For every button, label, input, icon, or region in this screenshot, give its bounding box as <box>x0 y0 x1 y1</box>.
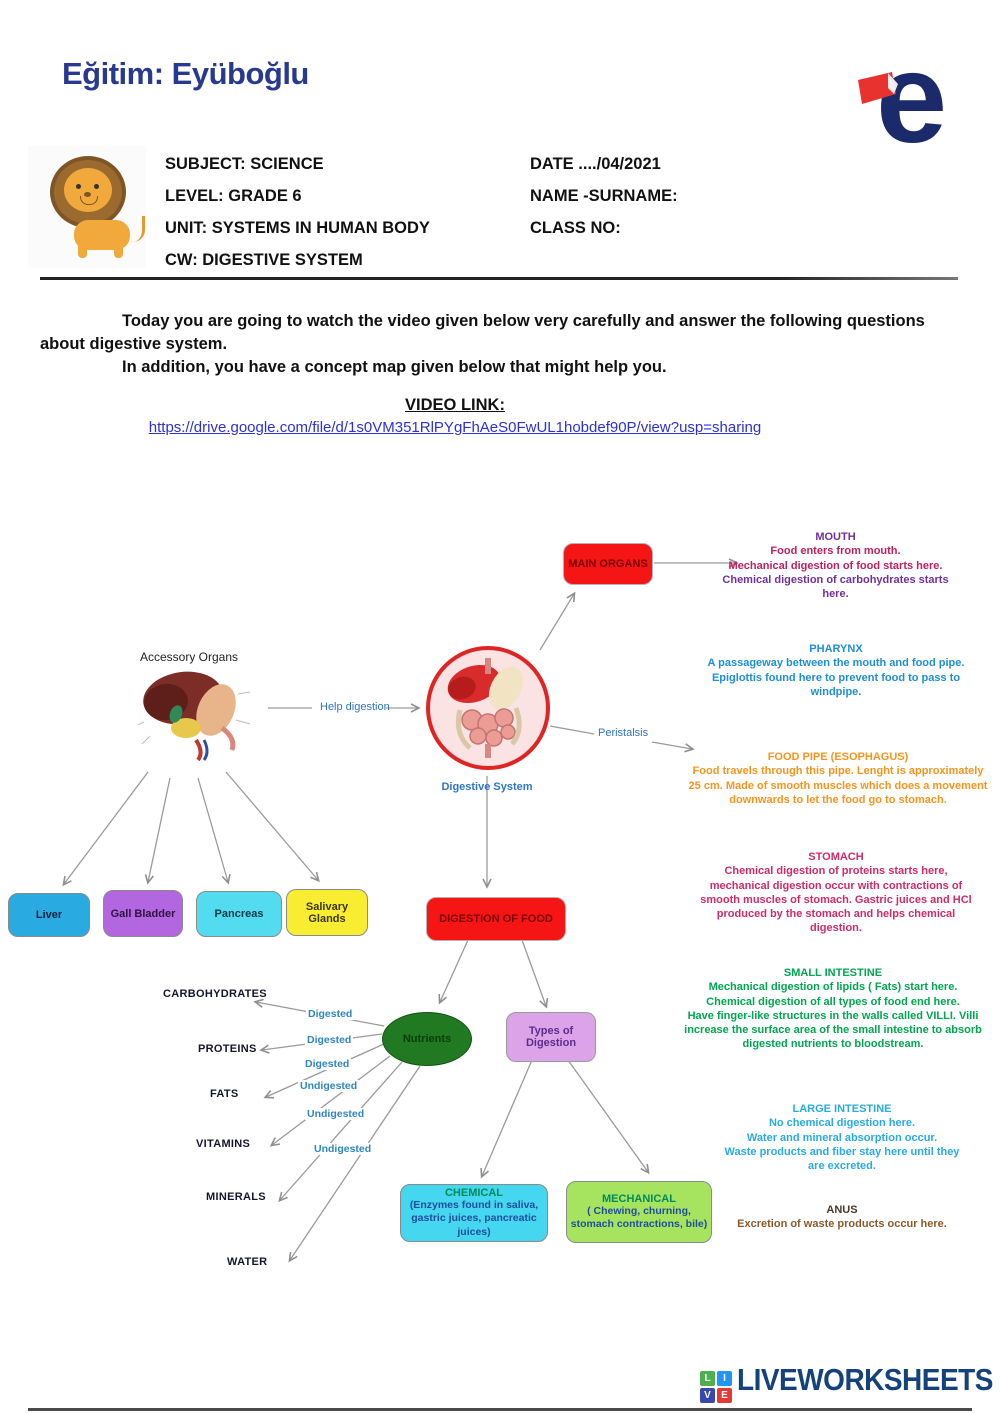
state-digested-1: Digested <box>306 1008 355 1020</box>
digestive-system-label: Digestive System <box>441 781 533 793</box>
mouth-line1: Food enters from mouth. <box>770 545 901 558</box>
school-logo-icon: e <box>858 27 948 170</box>
label-carbohydrates: CARBOHYDRATES <box>163 988 267 1000</box>
header-divider <box>40 277 958 280</box>
small-intestine-line1: Mechanical digestion of lipids ( Fats) s… <box>708 981 958 994</box>
stomach-title: STOMACH <box>808 851 864 863</box>
foodpipe-title: FOOD PIPE (ESOPHAGUS) <box>767 751 909 763</box>
label-minerals: MINERALS <box>206 1191 266 1203</box>
large-intestine-note: LARGE INTESTINE No chemical digestion he… <box>722 1102 962 1173</box>
pharynx-line1: A passageway between the mouth and food … <box>707 657 965 670</box>
mouth-line3: Chemical digestion of carbohydrates star… <box>722 573 949 601</box>
types-of-digestion-node: Types of Digestion <box>506 1012 596 1062</box>
chemical-body: (Enzymes found in saliva, gastric juices… <box>409 1199 539 1238</box>
logo-letter-v: V <box>700 1388 715 1403</box>
bottom-divider <box>28 1408 972 1411</box>
mouth-line2: Mechanical digestion of food starts here… <box>728 559 943 572</box>
small-intestine-line2: Chemical digestion of all types of food … <box>706 995 960 1008</box>
class-no-line: CLASS NO: <box>530 219 621 237</box>
anus-body: Excretion of waste products occur here. <box>737 1218 947 1231</box>
mechanical-title: MECHANICAL <box>602 1192 676 1205</box>
unit-line: UNIT: SYSTEMS IN HUMAN BODY <box>165 219 430 237</box>
liveworksheets-logo-icon: L I V E <box>700 1371 733 1404</box>
stomach-body: Chemical digestion of proteins starts he… <box>700 865 972 935</box>
cw-line: CW: DIGESTIVE SYSTEM <box>165 251 363 269</box>
svg-text:e: e <box>876 42 947 154</box>
pharynx-note: PHARYNX A passageway between the mouth a… <box>700 642 972 699</box>
accessory-organs-image <box>135 664 256 764</box>
foodpipe-note: FOOD PIPE (ESOPHAGUS) Food travels throu… <box>688 750 988 807</box>
label-water: WATER <box>227 1256 268 1268</box>
foodpipe-body: Food travels through this pipe. Lenght i… <box>688 765 988 806</box>
label-proteins: PROTEINS <box>198 1043 257 1055</box>
state-digested-2: Digested <box>305 1034 354 1046</box>
state-digested-3: Digested <box>303 1058 352 1070</box>
date-line: DATE ..../04/2021 <box>530 155 661 173</box>
course-info: SUBJECT: SCIENCE LEVEL: GRADE 6 UNIT: SY… <box>165 148 430 276</box>
gall-bladder-node: Gall Bladder <box>103 890 183 937</box>
anus-title: ANUS <box>826 1204 858 1216</box>
liver-node: Liver <box>8 893 90 937</box>
small-intestine-title: SMALL INTESTINE <box>783 967 883 979</box>
large-intestine-title: LARGE INTESTINE <box>792 1103 892 1115</box>
nutrients-node: Nutrients <box>382 1012 472 1066</box>
logo-letter-i: I <box>717 1371 732 1386</box>
state-undigested-1: Undigested <box>298 1080 360 1092</box>
stomach-note: STOMACH Chemical digestion of proteins s… <box>694 850 978 936</box>
intro-paragraph-2: In addition, you have a concept map give… <box>122 358 667 376</box>
digestion-of-food-node: DIGESTION OF FOOD <box>426 897 566 941</box>
state-undigested-3: Undigested <box>312 1143 374 1155</box>
help-digestion-label: Help digestion <box>320 701 390 713</box>
name-surname-line: NAME -SURNAME: <box>530 187 678 205</box>
level-line: LEVEL: GRADE 6 <box>165 187 302 205</box>
video-link-heading: VIDEO LINK: <box>405 396 505 414</box>
chemical-title: CHEMICAL <box>444 1187 504 1200</box>
pancreas-node: Pancreas <box>196 891 282 937</box>
main-organs-node: MAIN ORGANS <box>563 543 653 585</box>
intro-paragraph-1: Today you are going to watch the video g… <box>40 312 925 353</box>
lion-illustration <box>28 146 146 268</box>
small-intestine-note: SMALL INTESTINE Mechanical digestion of … <box>672 966 994 1052</box>
label-vitamins: VITAMINS <box>196 1138 251 1150</box>
subject-line: SUBJECT: SCIENCE <box>165 155 324 173</box>
large-intestine-line1: No chemical digestion here. <box>768 1117 916 1130</box>
video-link[interactable]: https://drive.google.com/file/d/1s0VM351… <box>148 419 762 436</box>
liveworksheets-brand: LIVEWORKSHEETS <box>737 1363 993 1397</box>
peristalsis-label: Peristalsis <box>598 727 649 739</box>
anus-note: ANUS Excretion of waste products occur h… <box>730 1203 954 1232</box>
logo-letter-e: E <box>717 1388 732 1403</box>
digestive-system-image <box>424 644 552 772</box>
page-title: Eğitim: Eyüboğlu <box>62 56 309 91</box>
large-intestine-line2: Water and mineral absorption occur. <box>746 1131 938 1144</box>
mechanical-body: ( Chewing, churning, stomach contraction… <box>570 1204 708 1230</box>
small-intestine-line3: Have finger-like structures in the walls… <box>684 1009 982 1051</box>
mechanical-digestion-node: MECHANICAL ( Chewing, churning, stomach … <box>566 1181 712 1243</box>
salivary-glands-node: Salivary Glands <box>286 889 368 936</box>
mouth-note: MOUTH Food enters from mouth. Mechanical… <box>718 530 953 601</box>
mouth-title: MOUTH <box>815 531 856 543</box>
pharynx-line2: Epiglottis found here to prevent food to… <box>711 671 961 698</box>
chemical-digestion-node: CHEMICAL (Enzymes found in saliva, gastr… <box>400 1184 548 1242</box>
accessory-organs-label: Accessory Organs <box>140 650 239 664</box>
pharynx-title: PHARYNX <box>809 643 863 655</box>
logo-letter-l: L <box>700 1371 715 1386</box>
large-intestine-line3: Waste products and fiber stay here until… <box>724 1145 960 1173</box>
state-undigested-2: Undigested <box>305 1108 367 1120</box>
student-info: DATE ..../04/2021 NAME -SURNAME: CLASS N… <box>530 148 678 244</box>
label-fats: FATS <box>210 1088 239 1100</box>
